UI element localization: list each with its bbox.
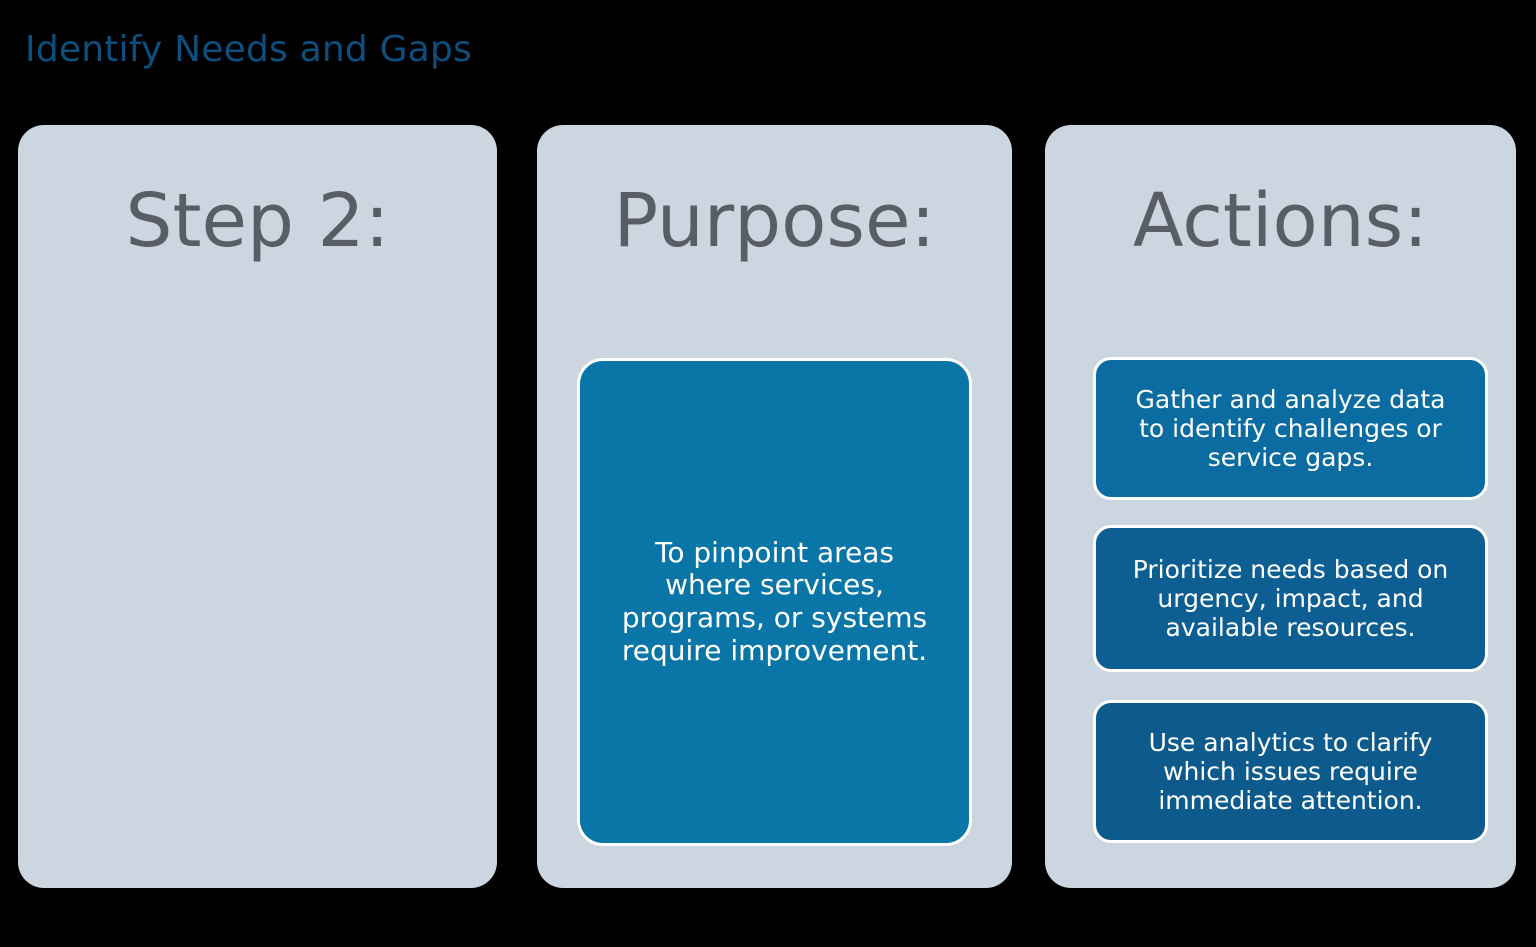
panel-step: Step 2:	[18, 125, 497, 888]
action-item-1-text: Gather and analyze data to identify chal…	[1135, 384, 1446, 473]
panel-step-heading: Step 2:	[125, 178, 390, 264]
action-item-1-box: Gather and analyze data to identify chal…	[1093, 357, 1488, 500]
purpose-statement-text: To pinpoint areas where services, progra…	[621, 535, 928, 667]
action-item-2-box: Prioritize needs based on urgency, impac…	[1093, 525, 1488, 672]
action-item-2-text: Prioritize needs based on urgency, impac…	[1132, 554, 1449, 643]
panel-actions: Actions: Gather and analyze data to iden…	[1045, 125, 1516, 888]
panel-purpose: Purpose: To pinpoint areas where service…	[537, 125, 1012, 888]
panel-actions-heading: Actions:	[1132, 178, 1429, 264]
action-item-3-box: Use analytics to clarify which issues re…	[1093, 700, 1488, 843]
panel-purpose-heading: Purpose:	[613, 178, 936, 264]
purpose-statement-box: To pinpoint areas where services, progra…	[577, 358, 972, 846]
action-item-3-text: Use analytics to clarify which issues re…	[1148, 727, 1433, 816]
page-title: Identify Needs and Gaps	[25, 29, 472, 70]
